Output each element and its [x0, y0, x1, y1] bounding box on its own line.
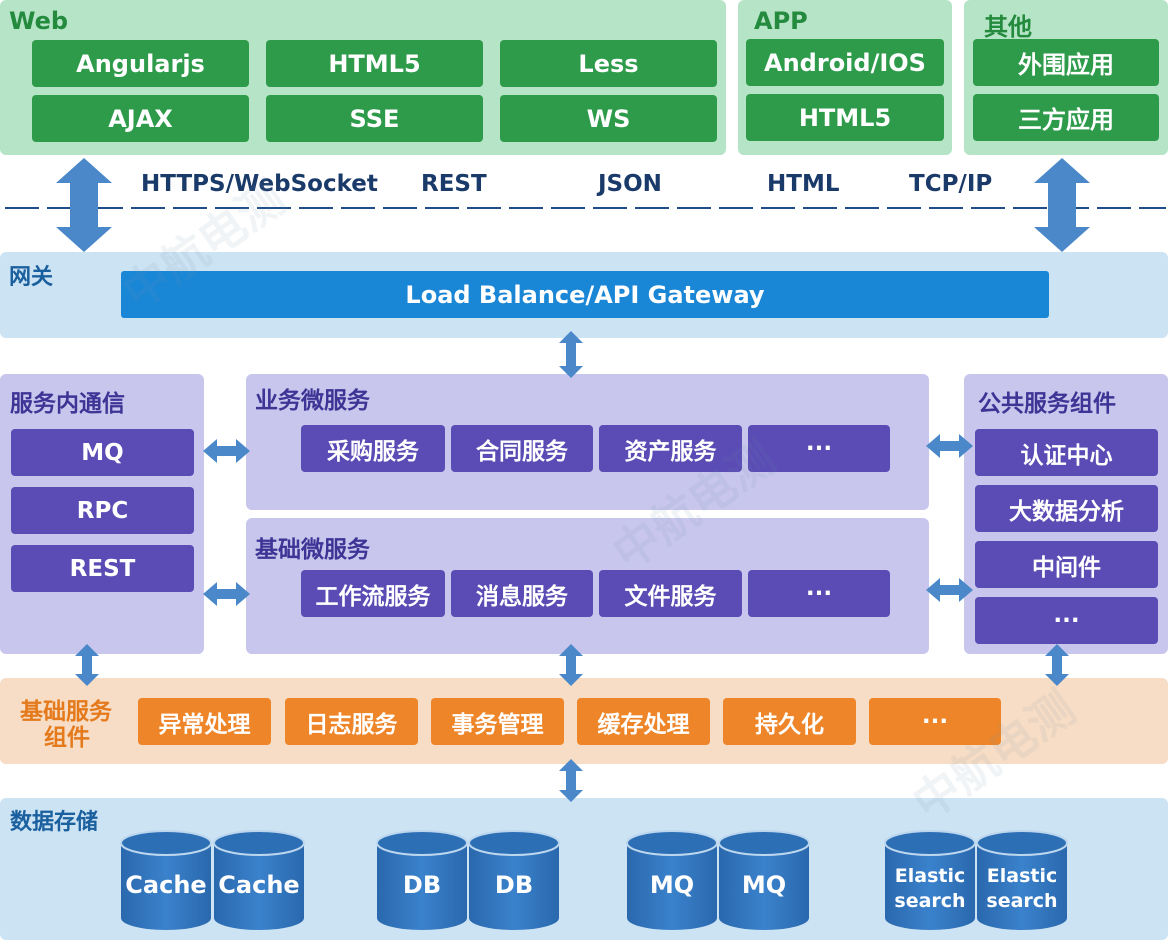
app-title: APP	[754, 7, 808, 35]
web-item-angularjs: Angularjs	[32, 40, 249, 87]
double-arrow-icon	[56, 158, 112, 252]
component-cache-handling: 缓存处理	[577, 698, 710, 745]
web-item-less: Less	[500, 40, 717, 87]
intra-title: 服务内通信	[10, 391, 125, 417]
web-title: Web	[9, 7, 69, 35]
storage-cylinder: MQ	[626, 830, 718, 930]
basic-title: 基础微服务	[255, 537, 370, 563]
double-arrow-icon	[75, 644, 99, 686]
storage-cylinder-label: search	[894, 890, 965, 912]
basic-item-workflow: 工作流服务	[301, 570, 445, 617]
public-item-auth-center: 认证中心	[975, 429, 1158, 476]
component-transaction-management: 事务管理	[431, 698, 564, 745]
app-item-html5: HTML5	[746, 94, 944, 141]
storage-cylinder: Elastic search	[976, 830, 1068, 930]
business-item-asset: 资产服务	[599, 425, 742, 472]
double-arrow-icon	[559, 644, 583, 686]
protocol-html: HTML	[767, 171, 840, 197]
gateway-bar-label: Load Balance/API Gateway	[405, 280, 765, 309]
double-arrow-icon	[1034, 158, 1090, 252]
intra-item-rest: REST	[11, 545, 194, 592]
gateway-title: 网关	[9, 265, 54, 290]
gateway-bar: Load Balance/API Gateway	[121, 271, 1049, 318]
other-item-third-party-app: 三方应用	[973, 94, 1159, 141]
components-title-line1: 基础服务	[20, 699, 112, 725]
storage-cylinder: Cache	[213, 830, 305, 930]
public-title: 公共服务组件	[978, 391, 1116, 417]
component-persistence: 持久化	[723, 698, 856, 745]
protocol-json: JSON	[598, 171, 662, 197]
storage-cylinder-label: Elastic	[987, 865, 1057, 887]
double-arrow-icon	[203, 439, 250, 463]
storage-cylinder: Cache	[120, 830, 212, 930]
business-item-procurement: 采购服务	[301, 425, 445, 472]
intra-item-rpc: RPC	[11, 487, 194, 534]
storage-cylinder: MQ	[718, 830, 810, 930]
double-arrow-icon	[1045, 644, 1069, 686]
protocol-tcp-ip: TCP/IP	[909, 171, 993, 197]
public-item-middleware: 中间件	[975, 541, 1158, 588]
storage-cylinder: DB	[468, 830, 560, 930]
storage-cylinder-label: search	[986, 890, 1057, 912]
storage-cylinder-label: MQ	[742, 871, 786, 899]
double-arrow-icon	[559, 331, 583, 378]
double-arrow-icon	[559, 759, 583, 802]
storage-title: 数据存储	[10, 810, 99, 835]
storage-cylinder-label: DB	[403, 871, 441, 899]
storage-cylinder-label: DB	[495, 871, 533, 899]
storage-cylinder-label: MQ	[650, 871, 694, 899]
double-arrow-icon	[926, 434, 973, 458]
intra-item-mq: MQ	[11, 429, 194, 476]
component-log-service: 日志服务	[285, 698, 418, 745]
protocol-https-websocket: HTTPS/WebSocket	[141, 171, 378, 197]
other-title: 其他	[984, 13, 1032, 41]
public-item-more: ···	[975, 597, 1158, 644]
web-item-sse: SSE	[266, 95, 483, 142]
storage-cylinder-label: Cache	[218, 871, 299, 899]
web-item-ws: WS	[500, 95, 717, 142]
storage-cylinder-label: Cache	[125, 871, 206, 899]
basic-item-more: ···	[748, 570, 890, 617]
web-item-html5: HTML5	[266, 40, 483, 87]
double-arrow-icon	[203, 582, 250, 606]
protocol-rest: REST	[421, 171, 487, 197]
storage-cylinders: Cache Cache DB DB MQ MQ Elastic search Elastic se…	[120, 830, 1068, 930]
storage-cylinder: Elastic search	[884, 830, 976, 930]
public-item-big-data: 大数据分析	[975, 485, 1158, 532]
business-title: 业务微服务	[255, 388, 370, 414]
double-arrow-icon	[926, 578, 973, 602]
app-item-android-ios: Android/IOS	[746, 39, 944, 86]
component-more: ···	[869, 698, 1001, 745]
component-exception-handling: 异常处理	[138, 698, 271, 745]
web-item-ajax: AJAX	[32, 95, 249, 142]
business-item-more: ···	[748, 425, 890, 472]
storage-cylinder: DB	[376, 830, 468, 930]
basic-item-file: 文件服务	[599, 570, 742, 617]
business-item-contract: 合同服务	[451, 425, 593, 472]
storage-cylinder-label: Elastic	[895, 865, 965, 887]
components-title-line2: 组件	[44, 725, 90, 751]
other-item-peripheral-app: 外围应用	[973, 39, 1159, 86]
basic-item-message: 消息服务	[451, 570, 593, 617]
